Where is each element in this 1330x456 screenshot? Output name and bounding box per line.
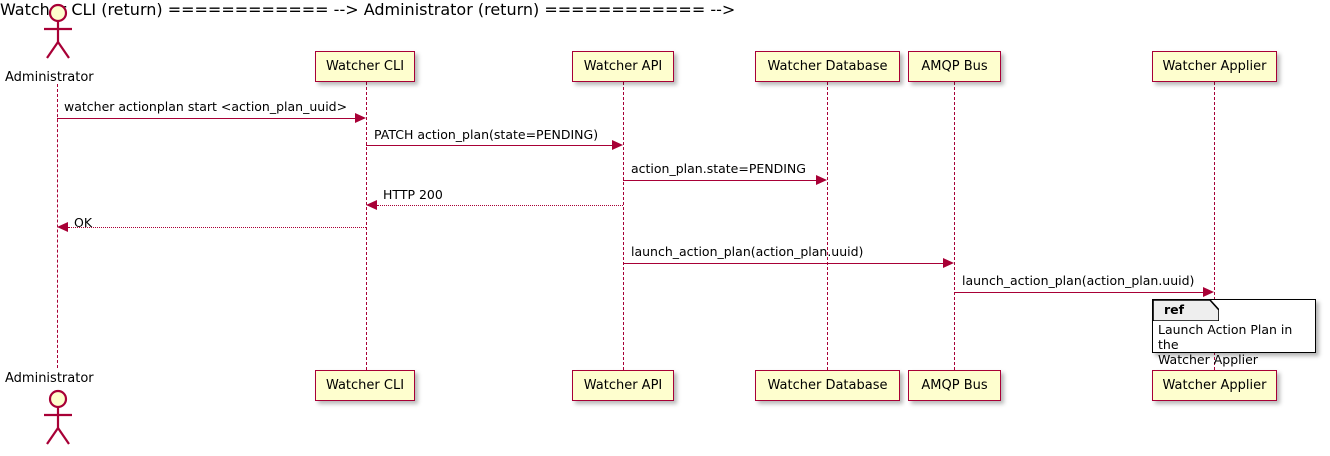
message-label-6: launch_action_plan(action_plan.uuid) xyxy=(631,244,864,259)
lifeline-watcher-database xyxy=(827,82,828,370)
message-label-4: HTTP 200 xyxy=(383,187,443,202)
actor-administrator-top-icon[interactable] xyxy=(33,2,81,62)
message-label-2: PATCH action_plan(state=PENDING) xyxy=(374,127,599,142)
message-arrow-3 xyxy=(623,180,816,181)
message-arrowhead-4 xyxy=(366,200,377,210)
message-arrowhead-5 xyxy=(57,222,68,232)
message-arrow-7 xyxy=(954,292,1203,293)
message-arrow-5 xyxy=(68,227,366,228)
participant-watcher-database-bottom[interactable]: Watcher Database xyxy=(755,370,900,401)
actor-administrator-bottom-label: Administrator xyxy=(5,371,94,386)
ref-fragment-tab-label: ref xyxy=(1164,302,1185,317)
message-label-7: launch_action_plan(action_plan.uuid) xyxy=(962,273,1195,288)
participant-watcher-applier-top[interactable]: Watcher Applier xyxy=(1152,51,1277,82)
actor-administrator-bottom-icon[interactable] xyxy=(33,388,81,450)
stick-figure-icon xyxy=(44,389,72,445)
message-arrowhead-1 xyxy=(355,113,366,123)
message-arrow-6 xyxy=(623,263,943,264)
stick-figure-icon xyxy=(44,3,72,59)
participant-watcher-applier-bottom[interactable]: Watcher Applier xyxy=(1152,370,1277,401)
lifeline-watcher-api xyxy=(623,82,624,370)
actor-administrator-top-label: Administrator xyxy=(5,70,94,85)
ref-fragment-box[interactable] xyxy=(1152,299,1316,353)
message-arrowhead-7 xyxy=(1203,287,1214,297)
message-arrowhead-3 xyxy=(816,175,827,185)
message-arrow-4 xyxy=(377,205,623,206)
message-arrowhead-2 xyxy=(612,140,623,150)
participant-amqp-bus-bottom[interactable]: AMQP Bus xyxy=(908,370,1001,401)
participant-watcher-database-top[interactable]: Watcher Database xyxy=(755,51,900,82)
lifeline-watcher-applier xyxy=(1214,82,1215,370)
message-arrowhead-6 xyxy=(943,258,954,268)
participant-watcher-api-top[interactable]: Watcher API xyxy=(572,51,674,82)
ref-tab-shape xyxy=(1153,300,1219,321)
message-arrow-1 xyxy=(57,118,355,119)
participant-watcher-cli-top[interactable]: Watcher CLI xyxy=(315,51,415,82)
message-arrow-2 xyxy=(366,145,612,146)
ref-fragment-body-text: Launch Action Plan in the Watcher Applie… xyxy=(1158,322,1293,367)
lifeline-watcher-cli xyxy=(366,82,367,370)
participant-watcher-api-bottom[interactable]: Watcher API xyxy=(572,370,674,401)
message-label-5: OK xyxy=(74,215,93,230)
message-label-1: watcher actionplan start <action_plan_uu… xyxy=(64,99,348,114)
participant-watcher-cli-bottom[interactable]: Watcher CLI xyxy=(315,370,415,401)
participant-amqp-bus-top[interactable]: AMQP Bus xyxy=(908,51,1001,82)
message-label-3: action_plan.state=PENDING xyxy=(631,161,806,176)
lifeline-amqp-bus xyxy=(954,82,955,370)
